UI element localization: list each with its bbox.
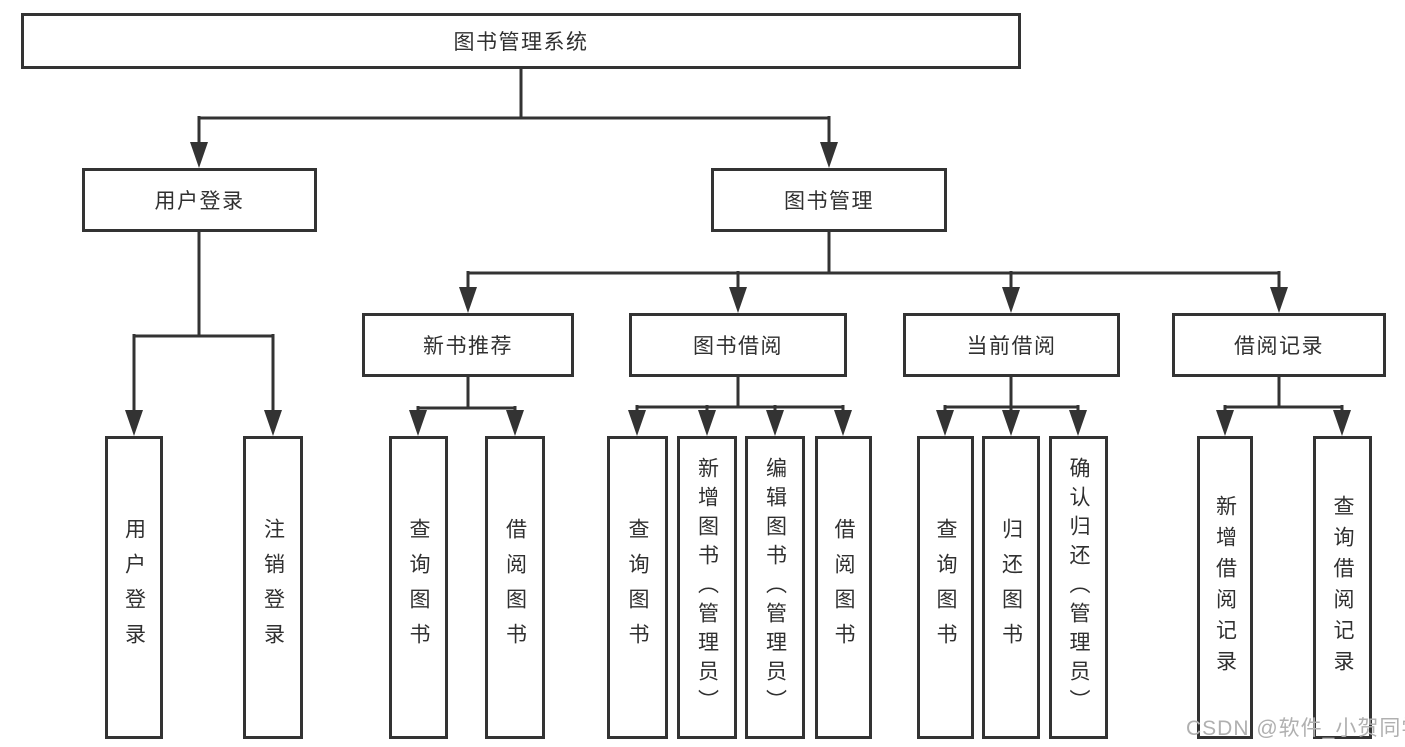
leaf-add-borrow-record: 新增借阅记录 (1197, 436, 1253, 739)
node-label: 用户登录 (122, 517, 146, 658)
leaf-borrowing-query-books: 查询图书 (607, 436, 668, 739)
node-label: 图书管理系统 (453, 31, 589, 54)
leaf-add-books-admin: 新增图书（管理员） (677, 436, 737, 739)
node-label: 借阅图书 (503, 517, 527, 658)
leaf-recommend-query-books: 查询图书 (389, 436, 448, 739)
leaf-confirm-return-admin: 确认归还（管理员） (1049, 436, 1108, 739)
node-user-login: 用户登录 (82, 168, 317, 232)
csdn-watermark: CSDN @软件_小贺同学 (1186, 717, 1405, 740)
node-new-book-recommend: 新书推荐 (362, 313, 574, 377)
node-label: 用户登录 (154, 190, 245, 213)
node-book-management: 图书管理 (711, 168, 947, 232)
node-label: 新增借阅记录 (1213, 494, 1237, 681)
leaf-logout-login: 注销登录 (243, 436, 303, 739)
leaf-user-login: 用户登录 (105, 436, 163, 739)
leaf-return-books: 归还图书 (982, 436, 1040, 739)
node-label: 归还图书 (999, 517, 1023, 658)
node-label: 编辑图书（管理员） (763, 457, 787, 718)
node-label: 图书借阅 (693, 335, 783, 358)
leaf-query-borrow-record: 查询借阅记录 (1313, 436, 1372, 739)
node-library-management-system: 图书管理系统 (21, 13, 1021, 69)
node-label: 借阅图书 (832, 517, 855, 658)
node-label: 图书管理 (784, 190, 874, 213)
leaf-current-query-books: 查询图书 (917, 436, 974, 739)
node-label: 新书推荐 (423, 335, 513, 358)
node-label: 查询借阅记录 (1331, 494, 1354, 681)
node-label: 查询图书 (626, 517, 649, 658)
node-label: 新增图书（管理员） (695, 457, 719, 718)
leaf-borrow-books: 借阅图书 (815, 436, 872, 739)
node-label: 借阅记录 (1234, 335, 1324, 358)
node-label: 查询图书 (934, 517, 957, 658)
node-label: 当前借阅 (966, 335, 1057, 358)
node-borrowing-records: 借阅记录 (1172, 313, 1386, 377)
leaf-recommend-borrow-books: 借阅图书 (485, 436, 545, 739)
node-label: 确认归还（管理员） (1067, 457, 1090, 718)
node-label: 查询图书 (407, 517, 430, 658)
node-book-borrowing: 图书借阅 (629, 313, 847, 377)
leaf-edit-books-admin: 编辑图书（管理员） (745, 436, 805, 739)
node-current-borrowing: 当前借阅 (903, 313, 1120, 377)
node-label: 注销登录 (261, 517, 285, 658)
